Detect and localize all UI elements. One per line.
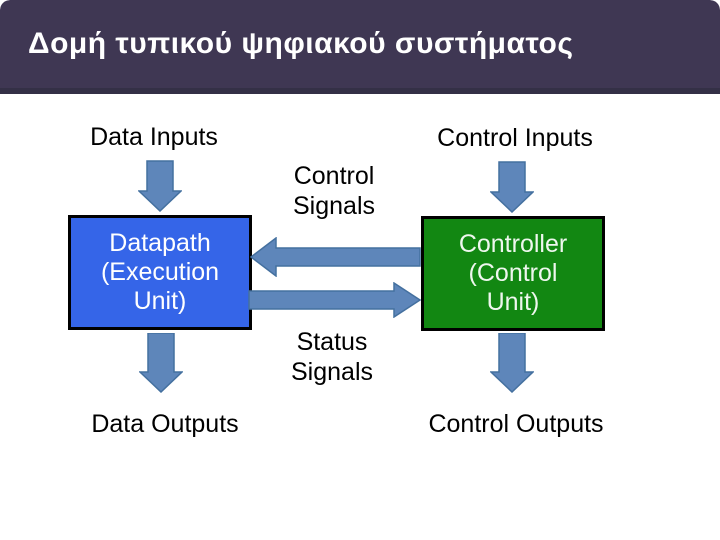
status-signals-label: Status Signals: [291, 327, 373, 387]
status-signals-line2: Signals: [291, 358, 373, 386]
datapath-line2: (Execution: [100, 258, 220, 286]
control-outputs-label: Control Outputs: [428, 410, 604, 438]
control-inputs-arrow-icon: [490, 161, 534, 213]
control-signals-label: Control Signals: [293, 161, 375, 221]
data-outputs-arrow-icon: [139, 333, 183, 393]
datapath-line1: Datapath: [109, 229, 211, 257]
slide-title: Δομή τυπικού ψηφιακού συστήματος: [28, 27, 574, 60]
control-outputs-arrow-icon: [490, 333, 534, 393]
slide-header: Δομή τυπικού ψηφιακού συστήματος: [0, 0, 720, 94]
datapath-line3: Unit): [133, 287, 187, 315]
status-signals-arrow-icon: [248, 282, 421, 318]
status-signals-line1: Status: [296, 328, 368, 356]
control-signals-line2: Signals: [293, 192, 375, 220]
data-outputs-label: Data Outputs: [91, 410, 239, 438]
controller-line3: Unit): [486, 288, 540, 316]
controller-line1: Controller: [458, 230, 568, 258]
data-inputs-label: Data Inputs: [90, 123, 218, 151]
control-inputs-label: Control Inputs: [437, 124, 593, 152]
datapath-box: Datapath (Execution Unit): [68, 215, 252, 330]
controller-line2: (Control: [468, 259, 558, 287]
data-inputs-arrow-icon: [138, 160, 182, 212]
controller-box: Controller (Control Unit): [421, 216, 605, 331]
control-signals-arrow-icon: [250, 237, 421, 277]
control-signals-line1: Control: [293, 162, 375, 190]
